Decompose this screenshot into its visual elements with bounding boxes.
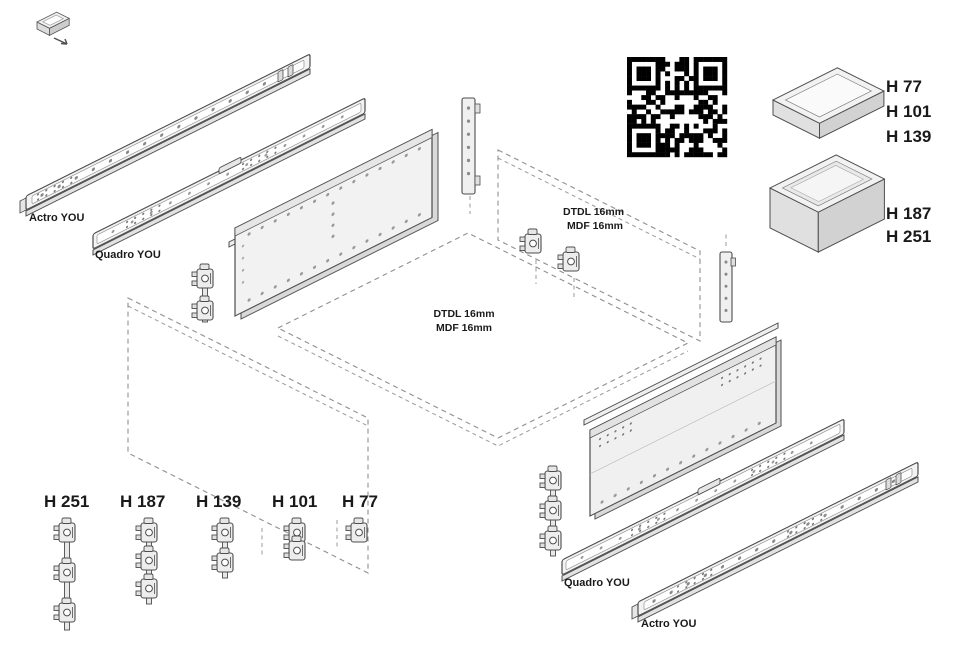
front-bracket-h77: [345, 517, 368, 543]
label-bracket-h77: H 77: [342, 492, 378, 511]
label-height-h251: H 251: [886, 227, 931, 246]
label-bracket-h101: H 101: [272, 492, 317, 511]
bracket-stack-right: [539, 465, 562, 557]
slide-actro-bottom-right: [631, 462, 919, 623]
label-quadro-bottom: Quadro YOU: [564, 577, 630, 589]
back-panel-clips: [519, 228, 580, 272]
drawer-side-panel-right: [589, 336, 782, 520]
bracket-stack-left-mid: [191, 263, 214, 323]
slide-quadro-top-left: [92, 98, 366, 256]
label-height-h101: H 101: [886, 102, 931, 121]
label-bracket-h187: H 187: [120, 492, 165, 511]
label-height-h139: H 139: [886, 127, 931, 146]
drawer-box-deep: [768, 154, 886, 253]
qr-code: [627, 57, 728, 158]
label-bracket-h139: H 139: [196, 492, 241, 511]
assembly-guide-lines: [261, 196, 727, 556]
label-actro-top: Actro YOU: [29, 212, 84, 224]
front-bracket-h101: [283, 517, 306, 561]
label-bracket-h251: H 251: [44, 492, 89, 511]
drawer-back-panel: [234, 128, 439, 320]
front-bracket-h139: [211, 517, 234, 579]
label-bottom-panel-material-2: MDF 16mm: [436, 322, 492, 334]
drawer-rail-right: [583, 322, 779, 426]
side-panel-outline-left: [127, 297, 369, 574]
front-fixing-rail-left: [461, 97, 481, 195]
front-bracket-h251: [53, 517, 76, 631]
label-height-h187: H 187: [886, 204, 931, 223]
front-bracket-h187: [135, 517, 158, 605]
label-back-panel-material-2: MDF 16mm: [567, 220, 623, 232]
slide-quadro-bottom-right: [561, 419, 845, 582]
label-back-panel-material-1: DTDL 16mm: [563, 206, 624, 218]
front-fixing-rail-right: [719, 251, 736, 323]
back-panel-outline: [497, 149, 701, 342]
label-height-h77: H 77: [886, 77, 922, 96]
label-actro-bottom: Actro YOU: [641, 618, 696, 630]
drawer-pull-out-icon: [36, 11, 71, 45]
label-quadro-top: Quadro YOU: [95, 249, 161, 261]
label-bottom-panel-material-1: DTDL 16mm: [433, 308, 494, 320]
slide-actro-top-left: [19, 54, 311, 217]
drawer-box-shallow: [771, 67, 885, 140]
